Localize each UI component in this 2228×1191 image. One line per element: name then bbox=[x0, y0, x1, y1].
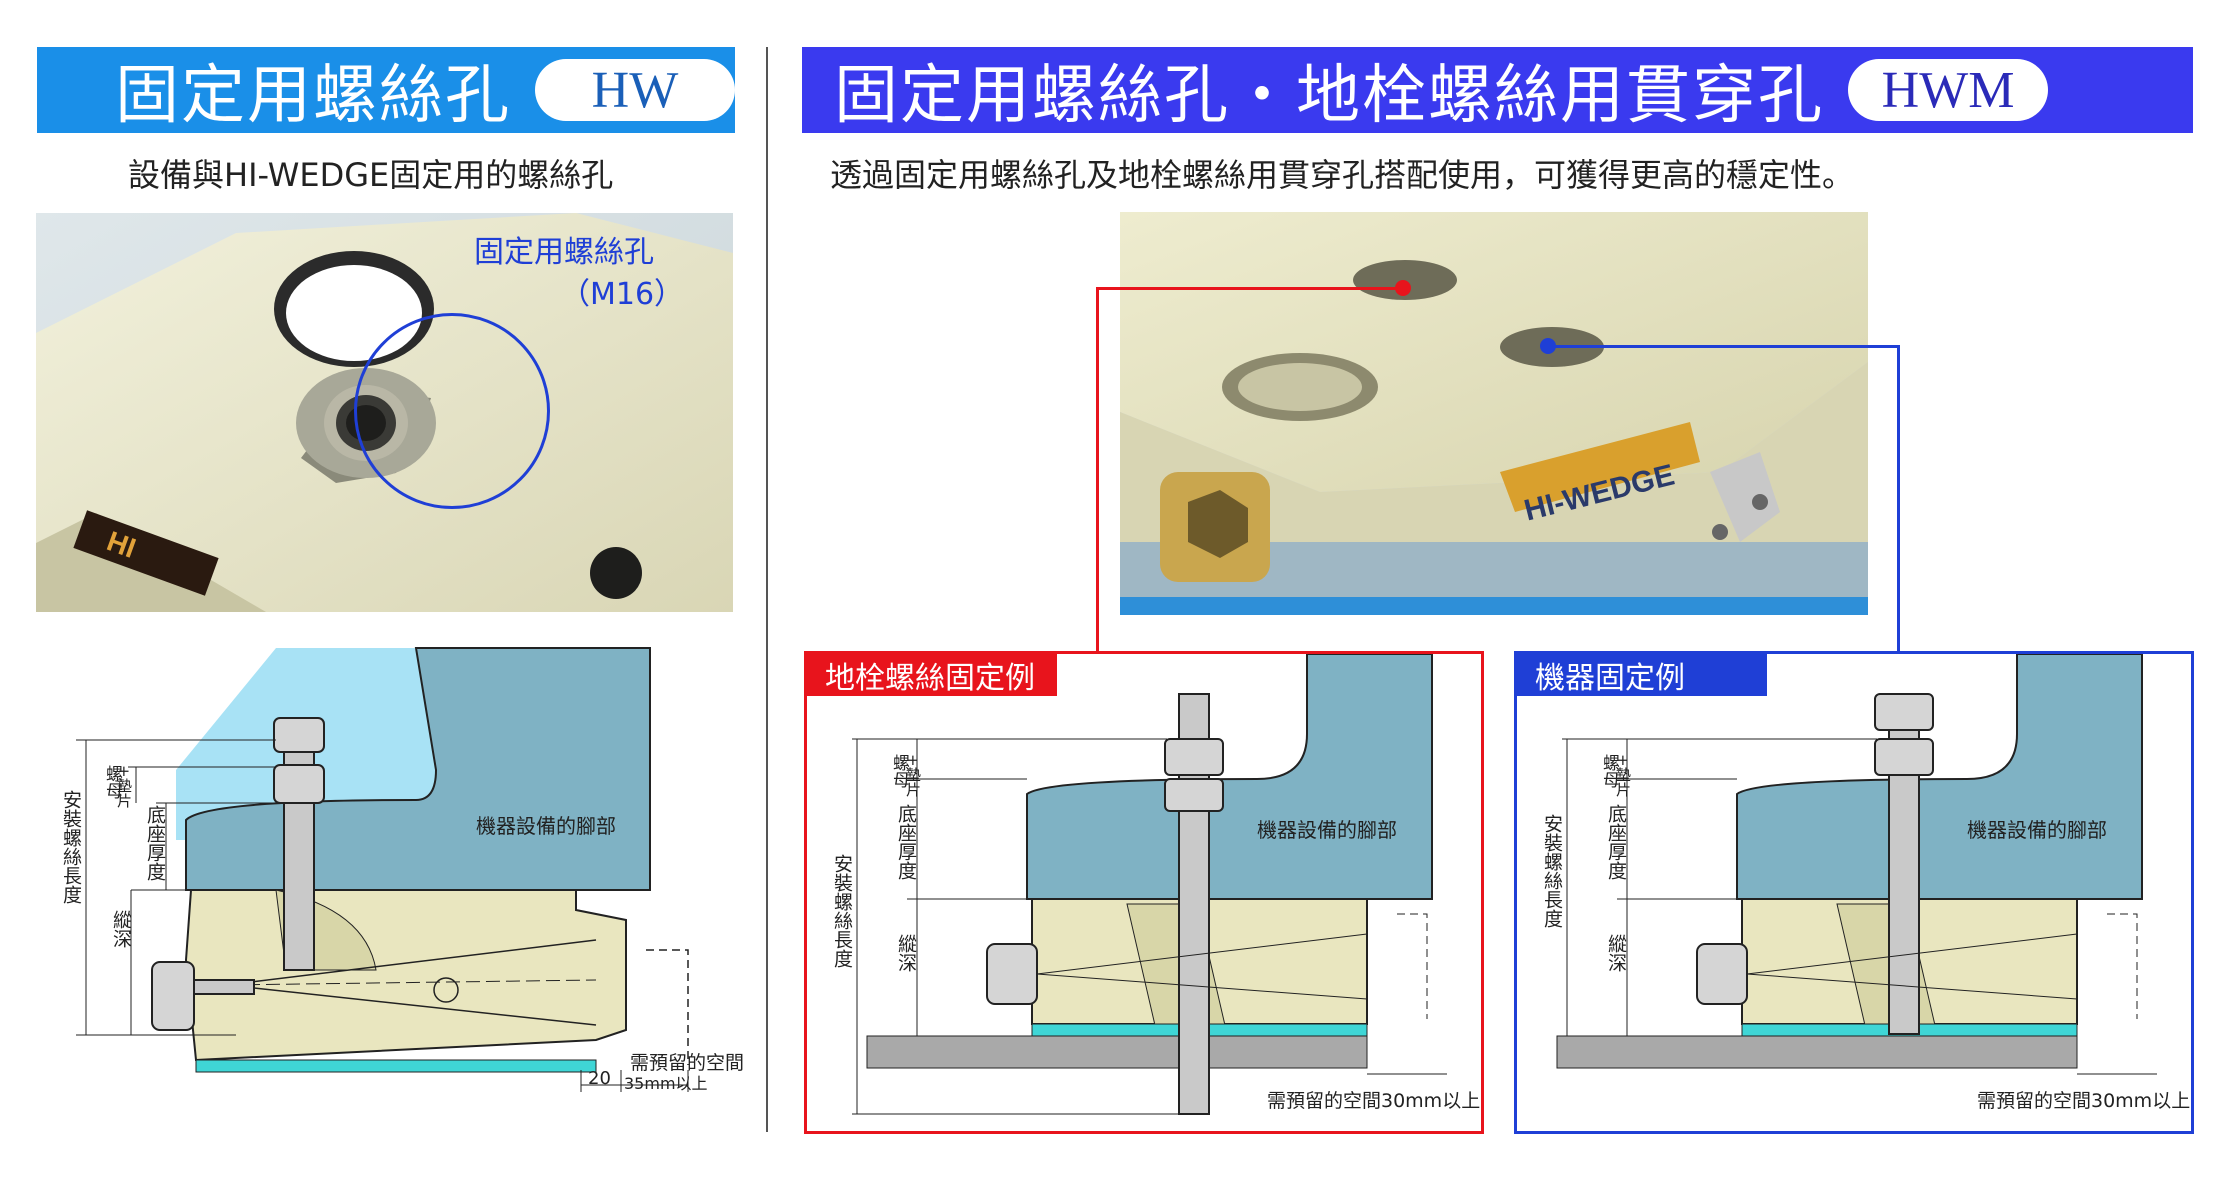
left-dim-20: 20 bbox=[588, 1068, 611, 1089]
anchor-washer-label: +墊片 bbox=[904, 754, 922, 797]
left-diagram-svg bbox=[76, 647, 689, 1092]
anchor-nut-label: 螺母 bbox=[889, 754, 909, 788]
machine-example-title: 機器固定例 bbox=[1535, 661, 1685, 696]
left-washer-label: +墊片 bbox=[115, 765, 133, 808]
left-space-label: 需預留的空間 bbox=[630, 1052, 745, 1074]
left-dim-35: 35mm以上 bbox=[624, 1074, 708, 1093]
anchor-depth-label: 縱深 bbox=[895, 934, 917, 972]
m16-callout-line1: 固定用螺絲孔 bbox=[474, 235, 654, 270]
right-badge-text: HWM bbox=[1881, 61, 2015, 119]
right-title-banner: 固定用螺絲孔・地栓螺絲用貫穿孔 HWM bbox=[802, 47, 2193, 133]
machine-space-label: 需預留的空間30mm以上 bbox=[1977, 1090, 2191, 1112]
machine-example-box: 機器固定例 機器設備的腳部 安裝螺絲長度 螺母 +墊片 底座厚度 縱深 需預留的… bbox=[1514, 651, 2194, 1134]
machine-washer-label: +墊片 bbox=[1614, 754, 1632, 797]
left-base-thickness-label: 底座厚度 bbox=[144, 805, 166, 881]
blue-leader-vertical bbox=[1897, 345, 1900, 653]
machine-install-length-label: 安裝螺絲長度 bbox=[1541, 814, 1563, 928]
left-equipment-label: 機器設備的腳部 bbox=[476, 814, 616, 838]
anchor-example-box: 地栓螺絲固定例 機器設備的腳部 安裝螺絲長度 螺母 +墊片 底座厚度 縱深 需預… bbox=[804, 651, 1484, 1134]
anchor-base-thickness-label: 底座厚度 bbox=[895, 804, 917, 880]
anchor-hole-marker-red bbox=[1395, 280, 1411, 296]
blue-leader-horizontal bbox=[1548, 345, 1900, 348]
m16-callout-line2: （M16） bbox=[560, 277, 685, 312]
left-nut-label: 螺母 bbox=[102, 765, 122, 799]
machine-diagram-svg bbox=[1556, 654, 2157, 1075]
left-install-length-label: 安裝螺絲長度 bbox=[60, 790, 82, 904]
left-badge-pill: HW bbox=[535, 59, 735, 121]
right-subtitle: 透過固定用螺絲孔及地栓螺絲用貫穿孔搭配使用，可獲得更高的穩定性。 bbox=[830, 156, 1855, 194]
red-leader-horizontal bbox=[1096, 287, 1403, 290]
anchor-space-label: 需預留的空間30mm以上 bbox=[1267, 1090, 1481, 1112]
machine-depth-label: 縱深 bbox=[1605, 934, 1627, 972]
anchor-example-title-bar: 地栓螺絲固定例 bbox=[807, 654, 1057, 696]
right-badge-pill: HWM bbox=[1848, 59, 2048, 121]
left-title: 固定用螺絲孔 bbox=[115, 59, 511, 133]
left-badge-text: HW bbox=[591, 61, 679, 119]
left-title-banner: 固定用螺絲孔 HW bbox=[37, 47, 735, 133]
right-product-photo: HI-WEDGE bbox=[1120, 212, 1868, 615]
right-title: 固定用螺絲孔・地栓螺絲用貫穿孔 bbox=[834, 59, 1824, 133]
machine-example-title-bar: 機器固定例 bbox=[1517, 654, 1767, 696]
right-photo-svg: HI-WEDGE bbox=[1120, 212, 1868, 615]
machine-equipment-label: 機器設備的腳部 bbox=[1967, 818, 2107, 842]
anchor-equipment-label: 機器設備的腳部 bbox=[1257, 818, 1397, 842]
section-divider bbox=[766, 47, 768, 1132]
anchor-diagram-svg bbox=[852, 654, 1447, 1115]
left-depth-label: 縱深 bbox=[110, 910, 132, 948]
m16-callout-circle bbox=[354, 313, 550, 509]
left-hw-diagram: 機器設備的腳部 安裝螺絲長度 螺母 +墊片 底座厚度 縱深 需預留的空間 20 … bbox=[36, 640, 744, 1110]
left-product-photo: HI 固定用螺絲孔 （M16） bbox=[36, 213, 733, 612]
red-leader-vertical bbox=[1096, 287, 1099, 653]
machine-base-thickness-label: 底座厚度 bbox=[1605, 804, 1627, 880]
machine-nut-label: 螺母 bbox=[1599, 754, 1619, 788]
left-subtitle: 設備與HI-WEDGE固定用的螺絲孔 bbox=[128, 156, 614, 194]
anchor-install-length-label: 安裝螺絲長度 bbox=[831, 854, 853, 968]
anchor-example-title: 地栓螺絲固定例 bbox=[825, 661, 1035, 696]
